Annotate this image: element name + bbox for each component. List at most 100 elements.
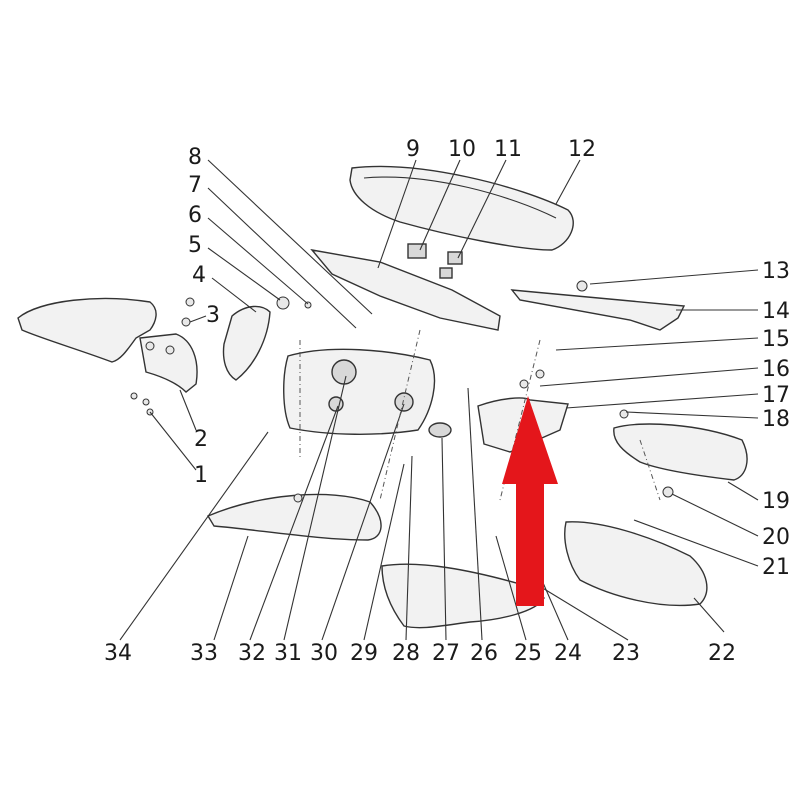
leader-line	[377, 159, 417, 269]
leader-line	[207, 187, 357, 329]
under-cover-part	[381, 563, 545, 629]
fender-bolt-part	[165, 345, 175, 355]
callout-27: 27	[432, 641, 460, 666]
fender-screw-part	[130, 392, 138, 400]
spring-clip-part	[407, 243, 427, 259]
leader-line	[457, 159, 507, 259]
callout-23: 23	[612, 641, 640, 666]
nut-clip-part	[439, 267, 453, 279]
nut-clip-part	[447, 251, 463, 265]
leader-line	[207, 247, 281, 301]
leader-line	[693, 597, 725, 633]
callout-25: 25	[514, 641, 542, 666]
leader-line	[249, 405, 339, 641]
callout-18: 18	[762, 407, 790, 432]
center-body-part	[283, 348, 436, 435]
callout-32: 32	[238, 641, 266, 666]
fender-screw-part	[142, 398, 150, 406]
washer-part	[304, 301, 312, 309]
leader-line	[727, 481, 759, 501]
leader-line	[149, 411, 197, 471]
screw-part	[576, 280, 588, 292]
rail-part	[510, 289, 686, 331]
callout-8: 8	[188, 145, 202, 170]
side-cover-part	[222, 305, 271, 381]
front-fender-part	[17, 297, 157, 363]
leader-line	[555, 159, 581, 205]
bolt-part	[519, 379, 529, 389]
leader-line	[211, 277, 257, 313]
leader-line	[555, 337, 759, 351]
leader-line	[213, 535, 249, 641]
leader-line	[671, 493, 759, 537]
callout-16: 16	[762, 357, 790, 382]
leader-line	[283, 375, 347, 641]
leader-line	[441, 437, 447, 641]
assembly-dash-line	[379, 329, 421, 501]
leader-line	[535, 583, 629, 641]
callout-26: 26	[470, 641, 498, 666]
fender-bolt-part	[145, 341, 155, 351]
callout-14: 14	[762, 299, 790, 324]
callout-13: 13	[762, 259, 790, 284]
seat-inner-edge-part	[363, 176, 557, 219]
callout-9: 9	[406, 137, 420, 162]
leader-line	[405, 455, 413, 641]
fuel-cap-part	[331, 359, 357, 385]
callout-1: 1	[194, 463, 208, 488]
leader-line	[179, 389, 197, 431]
callout-3: 3	[206, 303, 220, 328]
callout-33: 33	[190, 641, 218, 666]
fender-bolt-part	[181, 317, 191, 327]
leader-line	[189, 315, 207, 323]
callout-4: 4	[192, 263, 206, 288]
leader-line	[495, 535, 527, 641]
leader-line	[419, 159, 461, 251]
nut-part	[619, 409, 629, 419]
callout-34: 34	[104, 641, 132, 666]
leader-line	[539, 367, 759, 387]
callout-5: 5	[188, 233, 202, 258]
leader-line	[467, 387, 483, 641]
callout-29: 29	[350, 641, 378, 666]
leader-line	[321, 403, 405, 641]
grommet-part	[428, 422, 452, 438]
nut-part	[662, 486, 674, 498]
battery-tray-part	[564, 521, 708, 607]
side-panel-part	[206, 493, 382, 541]
callout-12: 12	[568, 137, 596, 162]
callout-17: 17	[762, 383, 790, 408]
callout-labels: 1 2 3 4 5 6 7 8 9 10 11 12 13 14 15 16 1…	[104, 137, 790, 666]
leader-line	[119, 431, 269, 641]
fender-bracket-part	[139, 333, 198, 393]
leader-line	[207, 159, 373, 315]
assembly-dash-line	[639, 439, 661, 501]
callout-21: 21	[762, 555, 790, 580]
callout-20: 20	[762, 525, 790, 550]
callout-19: 19	[762, 489, 790, 514]
leader-line	[565, 393, 759, 409]
callout-22: 22	[708, 641, 736, 666]
leader-line	[633, 519, 759, 567]
leader-line	[207, 217, 309, 305]
callout-2: 2	[194, 427, 208, 452]
assembly-dash-line	[499, 339, 541, 501]
tail-light-part	[613, 423, 748, 481]
callout-15: 15	[762, 327, 790, 352]
callout-10: 10	[448, 137, 476, 162]
fender-bolt-part	[185, 297, 195, 307]
callout-24: 24	[554, 641, 582, 666]
highlight-arrow-icon	[502, 396, 558, 606]
callout-7: 7	[188, 173, 202, 198]
panel-screw-part	[293, 493, 303, 503]
callout-30: 30	[310, 641, 338, 666]
seat-part	[349, 165, 574, 251]
leader-line	[589, 269, 759, 285]
leader-line	[625, 411, 759, 419]
callout-11: 11	[494, 137, 522, 162]
callout-28: 28	[392, 641, 420, 666]
bolt-part	[535, 369, 545, 379]
bolt-part	[394, 392, 414, 412]
callout-6: 6	[188, 203, 202, 228]
